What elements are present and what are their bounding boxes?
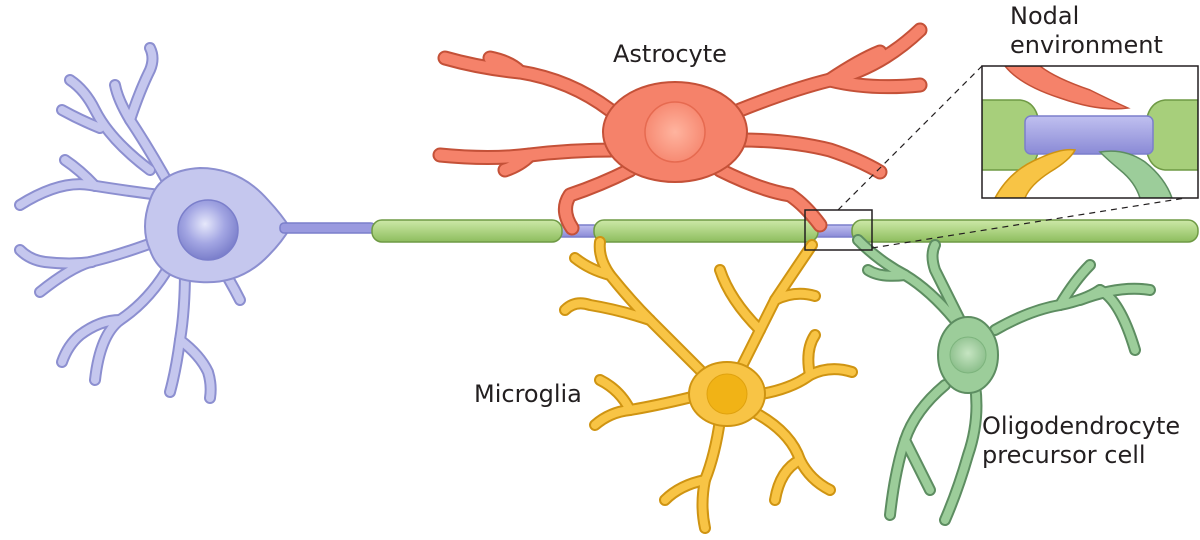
nodal-label-line2: environment <box>1010 31 1163 59</box>
opc-icon <box>852 234 1156 526</box>
opc-label-line2: precursor cell <box>982 441 1146 469</box>
nodal-environment-label: Nodal environment <box>1010 2 1163 60</box>
opc-label: Oligodendrocyte precursor cell <box>982 412 1180 470</box>
myelin-segment-2 <box>593 219 819 243</box>
nodal-label-line1: Nodal <box>1010 2 1080 30</box>
myelin-segment-1 <box>371 219 563 243</box>
astrocyte-label: Astrocyte <box>613 40 727 68</box>
astrocyte-icon <box>432 22 928 236</box>
myelinated-axon <box>371 219 1199 243</box>
microglia-icon <box>559 236 858 534</box>
zoom-indicator <box>804 65 1199 251</box>
opc-label-line1: Oligodendrocyte <box>982 412 1181 440</box>
myelin-segment-3 <box>851 219 1199 243</box>
microglia-label: Microglia <box>474 380 582 408</box>
nodal-environment-inset <box>981 65 1199 199</box>
neuron-icon <box>14 42 376 404</box>
